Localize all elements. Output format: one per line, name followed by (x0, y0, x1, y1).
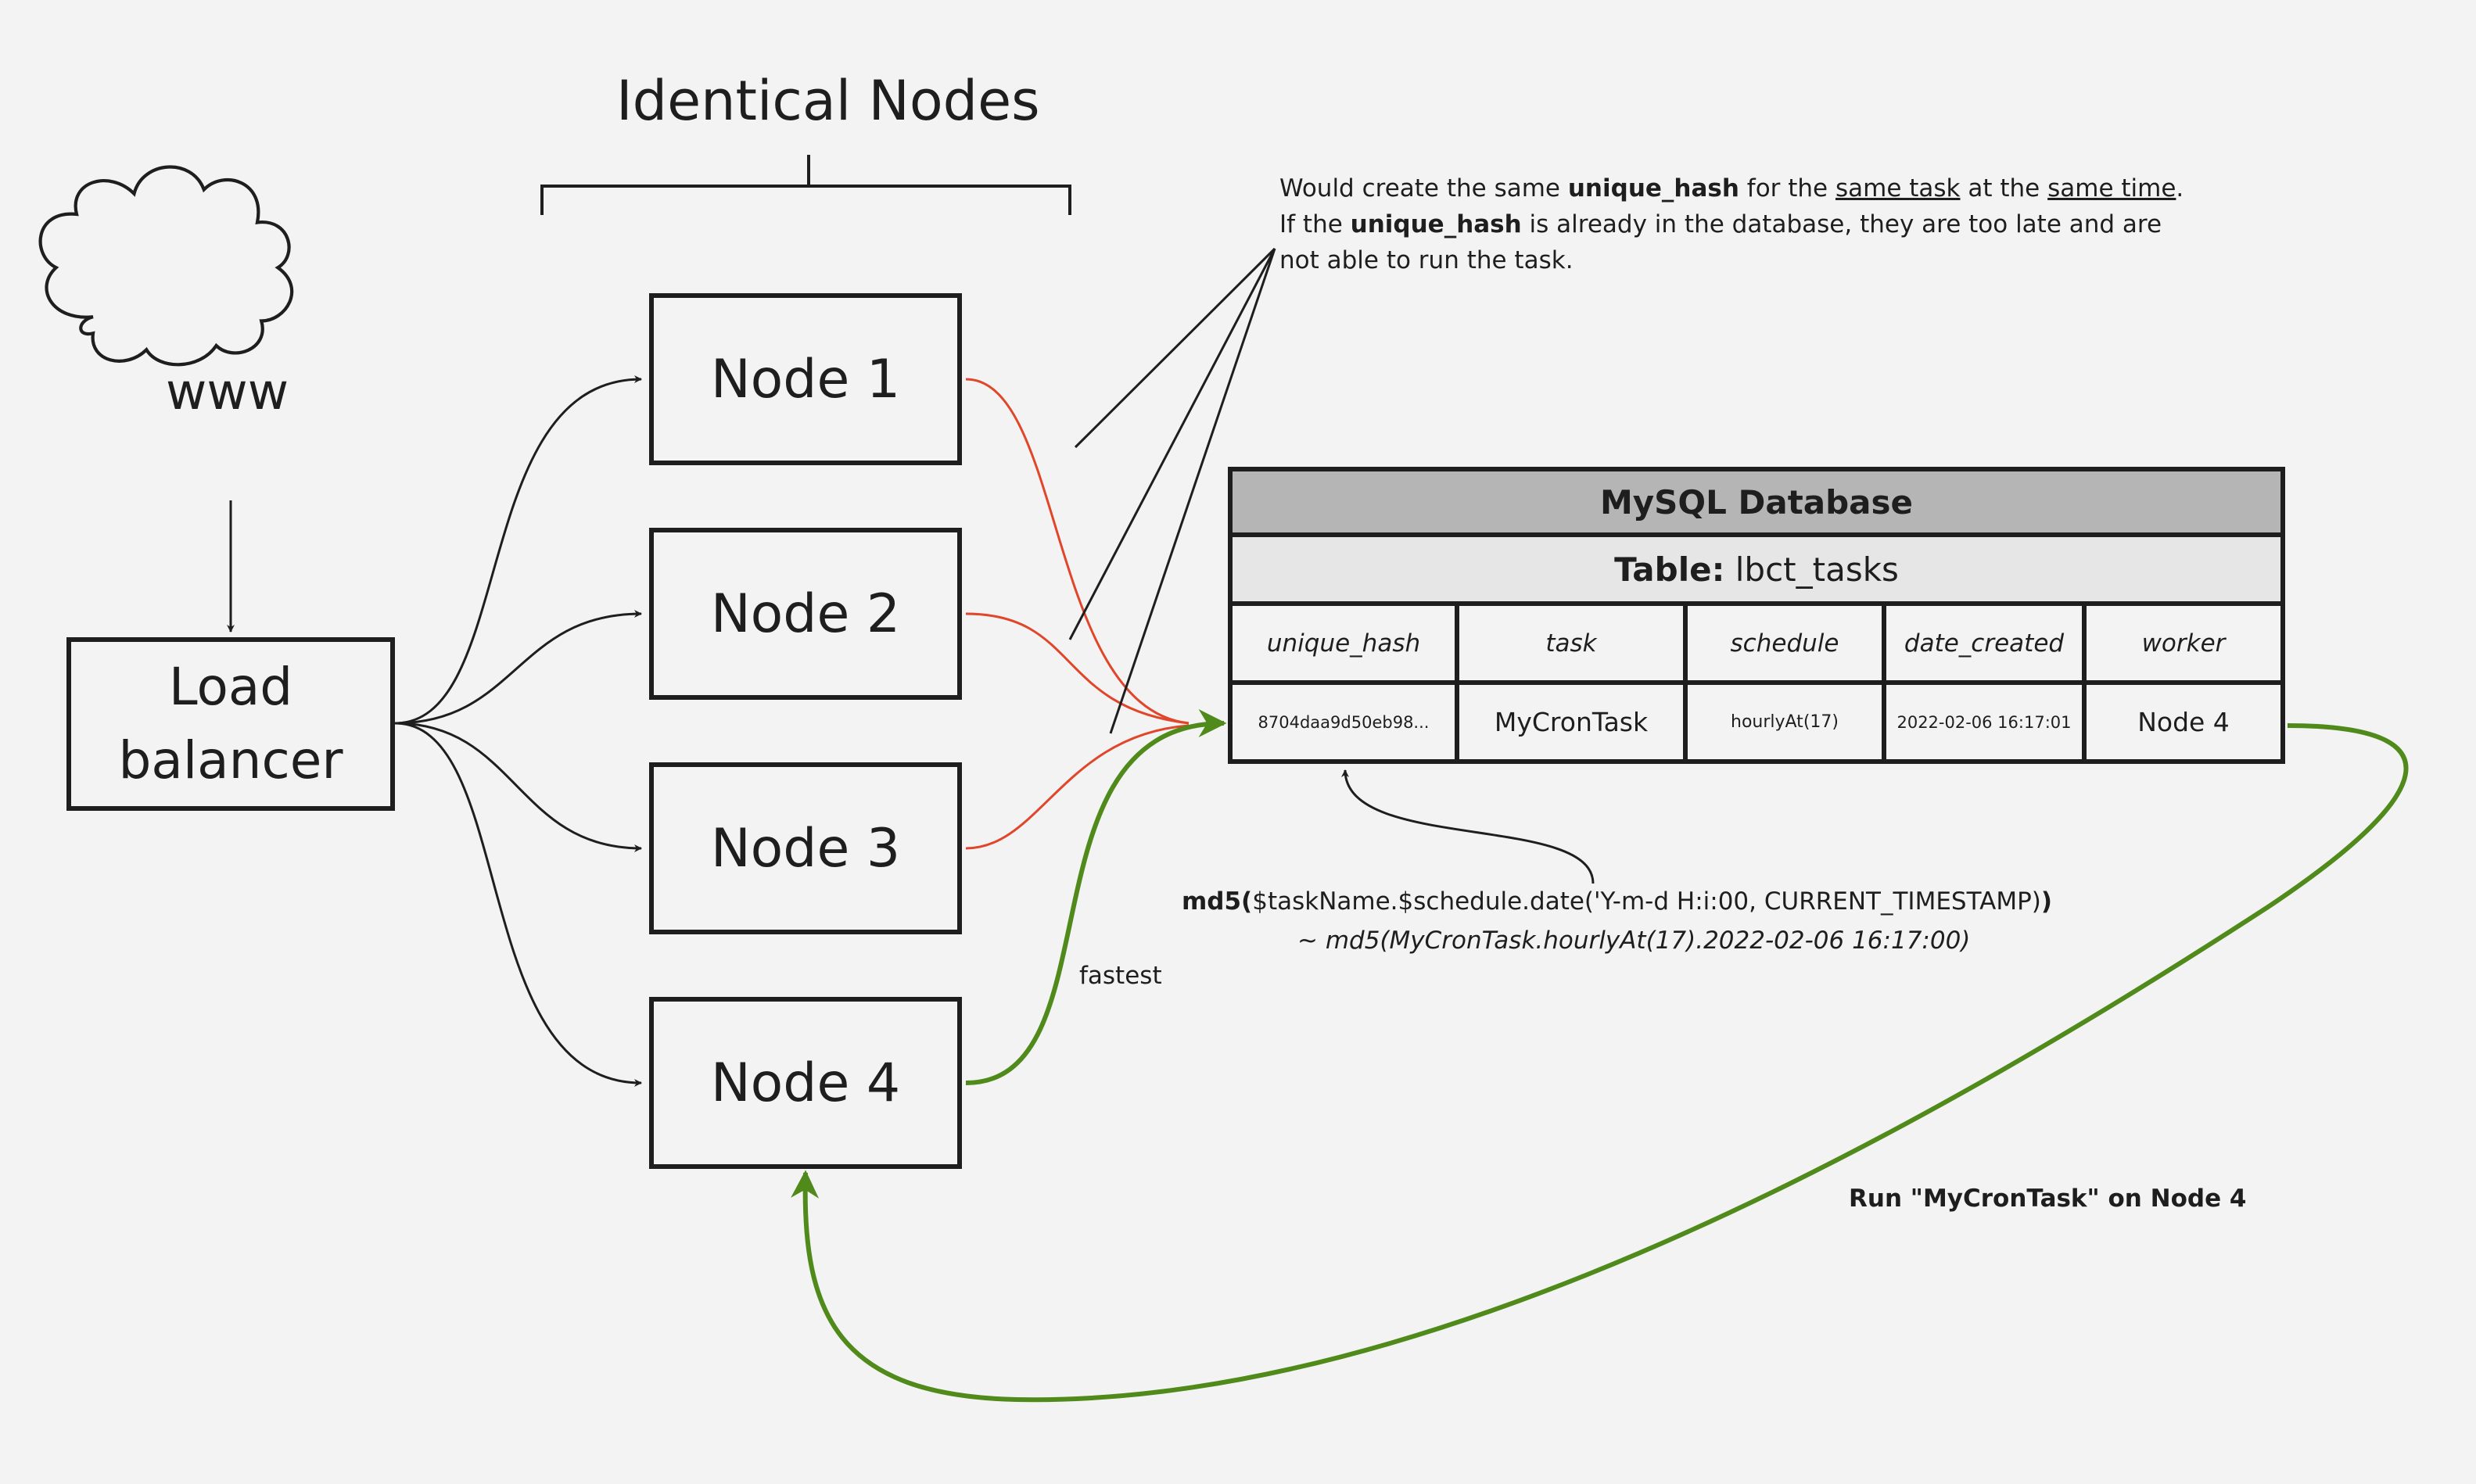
note-text: If the (1279, 210, 1351, 238)
identical-nodes-title: Identical Nodes (616, 69, 1040, 133)
hash-formula: md5($taskName.$schedule.date('Y-m-d H:i:… (1182, 887, 2052, 916)
cell-worker: Node 4 (2087, 685, 2280, 759)
database-header-row: unique_hash task schedule date_created w… (1228, 606, 2285, 685)
note-text: not able to run the task. (1279, 246, 1574, 274)
database-data-row: 8704daa9d50eb98... MyCronTask hourlyAt(1… (1228, 685, 2285, 764)
note-text: at the (1960, 174, 2048, 203)
www-label: www (166, 364, 289, 421)
column-header: date_created (1886, 606, 2087, 680)
cloud-shape (38, 165, 294, 367)
db-to-node4-arrow (791, 723, 2409, 1403)
note-bold: unique_hash (1350, 210, 1522, 238)
cell-date-created: 2022-02-06 16:17:01 (1886, 685, 2087, 759)
load-balancer-line2: balancer (118, 730, 343, 790)
mysql-database-table: MySQL Database Table: lbct_tasks unique_… (1228, 467, 2285, 764)
node2-to-db-line (965, 612, 1190, 725)
table-prefix: Table: (1614, 550, 1725, 589)
note-pointer-2 (1068, 248, 1276, 640)
node-4-box: Node 4 (649, 997, 962, 1169)
note-line-1: Would create the same unique_hash for th… (1279, 170, 2187, 206)
load-balancer-box: Load balancer (66, 637, 395, 811)
cell-task: MyCronTask (1459, 685, 1688, 759)
note-pointer-3 (1109, 248, 1276, 734)
node1-to-db-line (965, 378, 1190, 725)
node3-to-db-line (965, 724, 1190, 850)
node4-to-db-arrow (965, 709, 1227, 1085)
node-3-box: Node 3 (649, 762, 962, 934)
hash-formula-example: ~ md5(MyCronTask.hourlyAt(17).2022-02-06… (1297, 927, 1971, 955)
note-underline: same task (1835, 174, 1961, 203)
node-4-label: Node 4 (710, 1052, 901, 1114)
load-balancer-line1: Load (168, 657, 293, 717)
note-line-3: not able to run the task. (1279, 242, 2187, 278)
note-bold: unique_hash (1567, 174, 1739, 203)
database-title: MySQL Database (1228, 467, 2285, 537)
note-underline: same time (2047, 174, 2176, 203)
run-task-label: Run "MyCronTask" on Node 4 (1849, 1185, 2247, 1213)
note-text: is already in the database, they are too… (1521, 210, 2162, 238)
table-name: lbct_tasks (1735, 550, 1899, 589)
lb-to-node3-arrow (394, 722, 642, 852)
lb-to-node4-arrow (394, 722, 642, 1087)
fastest-label: fastest (1079, 962, 1162, 990)
cell-unique-hash: 8704daa9d50eb98... (1233, 685, 1459, 759)
note-text: Would create the same (1279, 174, 1568, 203)
node-3-label: Node 3 (710, 817, 901, 880)
lb-to-node2-arrow (394, 610, 642, 725)
cell-schedule: hourlyAt(17) (1688, 685, 1886, 759)
note-pointer-1 (1074, 247, 1276, 449)
database-table-name: Table: lbct_tasks (1228, 537, 2285, 606)
node-2-box: Node 2 (649, 528, 962, 700)
node-1-box: Node 1 (649, 293, 962, 465)
formula-to-hash-arrow (1341, 769, 1595, 884)
note-text: . (2176, 174, 2184, 203)
lb-to-node1-arrow (394, 375, 642, 725)
formula-fn-close: ) (2040, 887, 2053, 916)
node-1-label: Node 1 (710, 348, 901, 410)
note-text: for the (1739, 174, 1835, 203)
note-line-2: If the unique_hash is already in the dat… (1279, 206, 2187, 242)
column-header: unique_hash (1233, 606, 1459, 680)
race-condition-note: Would create the same unique_hash for th… (1279, 170, 2187, 278)
column-header: schedule (1688, 606, 1886, 680)
column-header: worker (2087, 606, 2280, 680)
identical-nodes-bracket (540, 155, 1071, 215)
column-header: task (1459, 606, 1688, 680)
formula-fn-open: md5( (1182, 887, 1253, 916)
node-2-label: Node 2 (710, 582, 901, 645)
formula-args: $taskName.$schedule.date('Y-m-d H:i:00, … (1252, 887, 2041, 916)
